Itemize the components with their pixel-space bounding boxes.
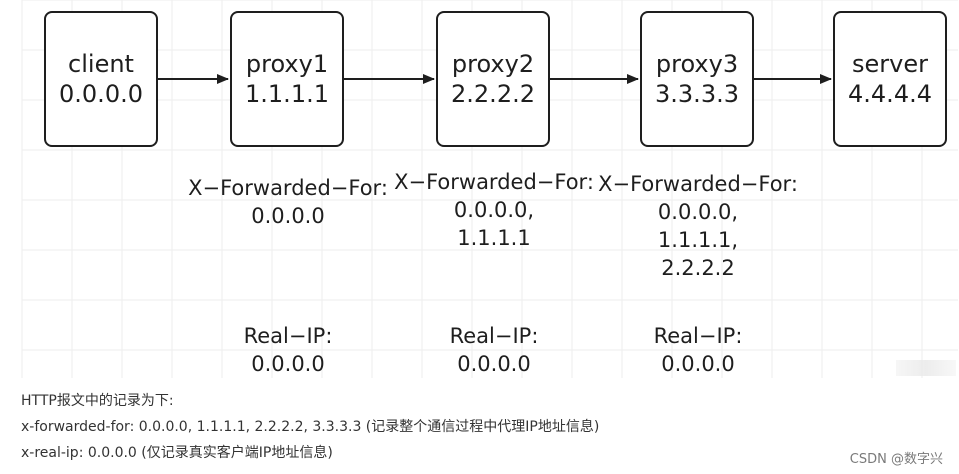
- node-server: server 4.4.4.4: [833, 11, 947, 147]
- node-client: client 0.0.0.0: [44, 11, 158, 147]
- node-ip: 1.1.1.1: [245, 80, 329, 108]
- caption-xff: x-forwarded-for: 0.0.0.0, 1.1.1.1, 2.2.2…: [21, 419, 600, 435]
- caption-heading: HTTP报文中的记录为下:: [21, 393, 174, 409]
- realip-header: Real−IP:: [653, 324, 743, 348]
- realip-value: 0.0.0.0: [251, 352, 325, 376]
- realip-value: 0.0.0.0: [457, 352, 531, 376]
- xff-header: X−Forwarded−For:: [394, 170, 594, 194]
- xff-annotation-proxy1: X−Forwarded−For: 0.0.0.0: [188, 174, 388, 230]
- realip-annotation-proxy1: Real−IP: 0.0.0.0: [208, 322, 368, 378]
- node-ip: 3.3.3.3: [655, 80, 739, 108]
- xff-value: 1.1.1.1,: [657, 228, 739, 252]
- realip-annotation-proxy3: Real−IP: 0.0.0.0: [618, 322, 778, 378]
- node-ip: 0.0.0.0: [59, 80, 143, 108]
- node-label: proxy1: [245, 50, 329, 78]
- realip-header: Real−IP:: [243, 324, 333, 348]
- realip-annotation-proxy2: Real−IP: 0.0.0.0: [414, 322, 574, 378]
- node-proxy2: proxy2 2.2.2.2: [436, 11, 550, 147]
- xff-value: 2.2.2.2: [661, 256, 735, 280]
- node-proxy3: proxy3 3.3.3.3: [640, 11, 754, 147]
- node-label: client: [68, 50, 134, 78]
- realip-value: 0.0.0.0: [661, 352, 735, 376]
- node-label: server: [852, 50, 928, 78]
- xff-value: 0.0.0.0: [251, 204, 325, 228]
- xff-annotation-proxy2: X−Forwarded−For: 0.0.0.0, 1.1.1.1: [394, 168, 594, 252]
- caption-realip: x-real-ip: 0.0.0.0 (仅记录真实客户端IP地址信息): [21, 445, 333, 461]
- csdn-watermark: CSDN @数字兴: [849, 452, 943, 467]
- node-ip: 2.2.2.2: [451, 80, 535, 108]
- xff-annotation-proxy3: X−Forwarded−For: 0.0.0.0, 1.1.1.1, 2.2.2…: [598, 170, 798, 282]
- blurred-watermark-strip: [896, 360, 956, 376]
- node-proxy1: proxy1 1.1.1.1: [230, 11, 344, 147]
- realip-header: Real−IP:: [449, 324, 539, 348]
- node-ip: 4.4.4.4: [848, 80, 932, 108]
- xff-value: 0.0.0.0,: [453, 198, 535, 222]
- xff-value: 1.1.1.1: [457, 226, 531, 250]
- xff-value: 0.0.0.0,: [657, 200, 739, 224]
- xff-header: X−Forwarded−For:: [188, 176, 388, 200]
- xff-header: X−Forwarded−For:: [598, 172, 798, 196]
- node-label: proxy2: [451, 50, 535, 78]
- node-label: proxy3: [655, 50, 739, 78]
